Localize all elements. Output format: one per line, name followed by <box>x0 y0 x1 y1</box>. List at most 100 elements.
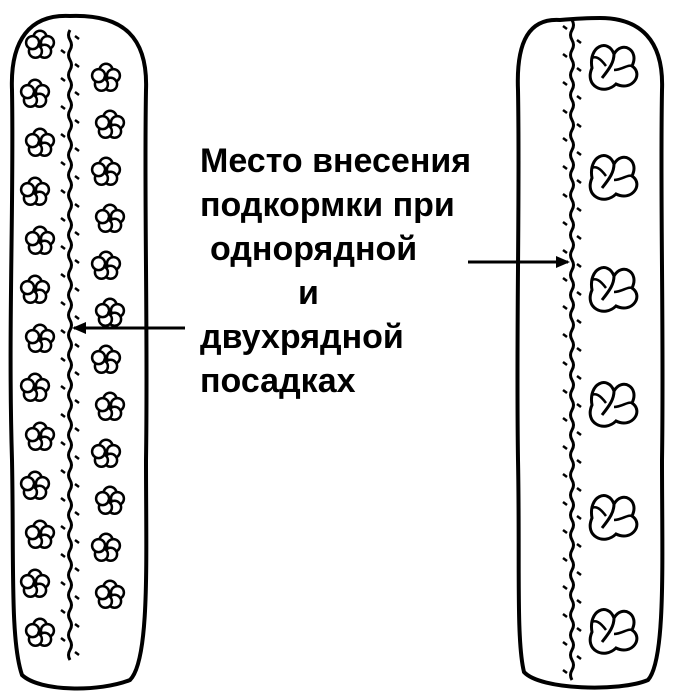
flower-icon <box>90 156 122 187</box>
fertilizer-granule <box>562 361 568 366</box>
fertilizer-granule <box>74 175 80 180</box>
fertilizer-granule <box>576 319 582 324</box>
cabbage-plant-icon <box>588 381 639 428</box>
fertilizer-granule <box>562 613 568 618</box>
fertilizer-granule <box>60 609 66 614</box>
fertilizer-granule <box>74 343 80 348</box>
flower-icon <box>94 109 126 140</box>
fertilizer-granule <box>562 669 568 674</box>
fertilizer-granule <box>74 287 80 292</box>
flower-icon <box>94 579 126 610</box>
fertilizer-line-left <box>60 29 80 661</box>
cabbage-plant-icon <box>588 494 639 541</box>
fertilizer-granule <box>74 259 80 264</box>
fertilizer-granule <box>60 581 66 586</box>
fertilizer-granule <box>576 487 582 492</box>
flower-icon <box>19 372 51 403</box>
cabbage-plant-icon <box>588 266 639 313</box>
fertilizer-granule <box>74 231 80 236</box>
fertilizer-granule <box>74 567 80 572</box>
fertilizer-granule <box>60 497 66 502</box>
fertilizer-line-right <box>562 19 582 681</box>
fertilizer-granule <box>562 81 568 86</box>
fertilizer-granule <box>60 77 66 82</box>
flower-icon <box>24 225 56 256</box>
fertilizer-granule <box>576 543 582 548</box>
fertilizer-granule <box>60 413 66 418</box>
fertilizer-granule <box>562 193 568 198</box>
flower-row-left-inner <box>90 62 126 610</box>
flower-icon <box>94 391 126 422</box>
fertilizer-granule <box>576 123 582 128</box>
fertilizer-granule <box>60 469 66 474</box>
fertilizer-granule <box>60 49 66 54</box>
fertilizer-granule <box>74 427 80 432</box>
fertilizer-granule <box>562 249 568 254</box>
flower-icon <box>19 568 51 599</box>
fertilizer-granule <box>576 207 582 212</box>
fertilizer-granule <box>562 529 568 534</box>
fertilizer-granule <box>576 151 582 156</box>
flower-icon <box>90 344 122 375</box>
fertilizer-granule <box>60 329 66 334</box>
fertilizer-stroke <box>569 19 575 681</box>
fertilizer-granule <box>74 119 80 124</box>
cabbage-plant-icon <box>588 154 639 201</box>
fertilizer-granule <box>60 357 66 362</box>
caption-line-5: двухрядной <box>200 318 404 356</box>
fertilizer-granule <box>74 455 80 460</box>
fertilizer-granule <box>562 305 568 310</box>
fertilizer-granule <box>562 417 568 422</box>
caption-line-3: однорядной <box>210 230 418 268</box>
fertilizer-granule <box>576 95 582 100</box>
flower-icon <box>90 438 122 469</box>
fertilizer-granule <box>60 301 66 306</box>
flower-icon <box>19 176 51 207</box>
fertilizer-granule <box>576 459 582 464</box>
fertilizer-granule <box>74 371 80 376</box>
flower-icon <box>90 62 122 93</box>
fertilizer-granule <box>74 147 80 152</box>
cabbage-plant-icon <box>588 44 639 91</box>
caption-line-1: Место внесения <box>200 142 472 180</box>
fertilizer-granule <box>60 637 66 642</box>
caption-line-4: и <box>298 274 319 312</box>
fertilizer-granule <box>576 179 582 184</box>
fertilizer-granule <box>60 133 66 138</box>
fertilizer-granule <box>60 441 66 446</box>
fertilizer-granule <box>74 315 80 320</box>
fertilizer-granule <box>60 553 66 558</box>
fertilizer-granule <box>60 189 66 194</box>
fertilizer-granule <box>576 571 582 576</box>
fertilizer-granule <box>576 67 582 72</box>
fertilizer-granule <box>74 35 80 40</box>
fertilizer-granule <box>60 525 66 530</box>
fertilizer-granule <box>562 109 568 114</box>
flower-icon <box>94 203 126 234</box>
flower-icon <box>90 250 122 281</box>
fertilizer-granule <box>74 623 80 628</box>
fertilizer-granule <box>60 217 66 222</box>
fertilizer-granule <box>576 375 582 380</box>
bed-single-row-outline <box>515 15 665 690</box>
fertilizer-granule <box>576 235 582 240</box>
fertilizer-granule <box>562 333 568 338</box>
cabbage-plant-icon <box>588 608 639 655</box>
flower-icon <box>94 297 126 328</box>
fertilizer-granule <box>60 273 66 278</box>
fertilizer-granule <box>74 399 80 404</box>
fertilizer-granule <box>576 291 582 296</box>
fertilizer-granule <box>74 539 80 544</box>
fertilizer-granule <box>74 511 80 516</box>
fertilizer-granule <box>562 25 568 30</box>
fertilizer-granule <box>576 347 582 352</box>
flower-icon <box>24 29 56 60</box>
caption-line-6: посадках <box>200 362 356 400</box>
fertilizer-granule <box>562 501 568 506</box>
fertilizer-granule <box>74 651 80 656</box>
flower-icon <box>19 274 51 305</box>
plant-row-right <box>588 44 639 655</box>
fertilizer-granule <box>74 63 80 68</box>
